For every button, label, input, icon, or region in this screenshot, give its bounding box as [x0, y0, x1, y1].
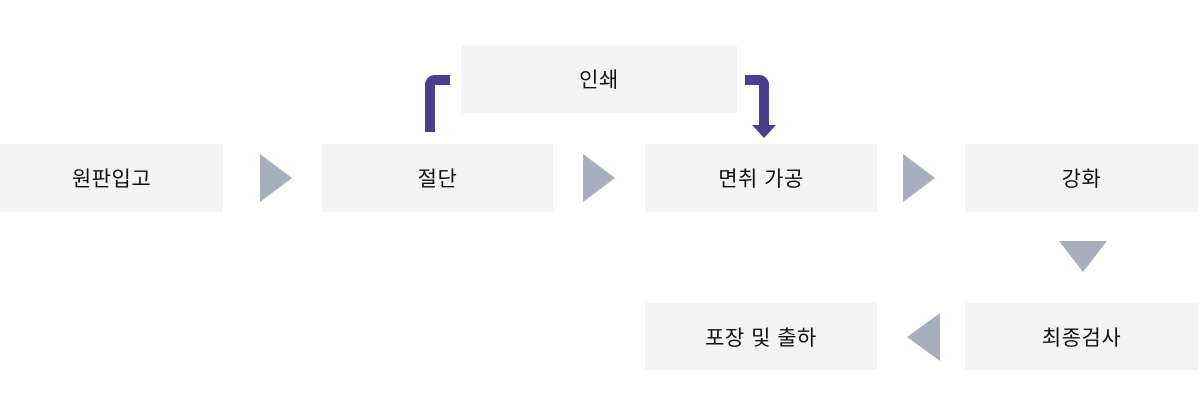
branch-arrowhead-down-icon — [752, 125, 776, 138]
step-tempering: 강화 — [965, 144, 1198, 212]
arrow-right-icon — [260, 154, 292, 202]
step-tempering-label: 강화 — [1061, 168, 1102, 191]
step-cutting-label: 절단 — [417, 168, 458, 191]
step-raw-plate-receiving-label: 원판입고 — [71, 168, 152, 191]
branch-elbow-down-icon — [745, 75, 769, 125]
step-print: 인쇄 — [461, 45, 737, 113]
branch-elbow-up-icon — [425, 75, 450, 132]
step-packing-shipping: 포장 및 출하 — [645, 303, 877, 370]
step-print-label: 인쇄 — [579, 69, 619, 92]
step-raw-plate-receiving: 원판입고 — [0, 144, 223, 212]
step-chamfer-processing: 면취 가공 — [645, 144, 877, 212]
arrow-down-icon — [1059, 241, 1107, 272]
arrow-right-icon — [583, 154, 615, 202]
step-chamfer-processing-label: 면취 가공 — [718, 168, 804, 191]
arrow-left-icon — [907, 313, 940, 361]
arrow-right-icon — [903, 154, 935, 202]
step-final-inspection-label: 최종검사 — [1041, 326, 1122, 350]
step-cutting: 절단 — [322, 144, 553, 212]
step-final-inspection: 최종검사 — [965, 303, 1198, 370]
step-packing-shipping-label: 포장 및 출하 — [705, 326, 817, 350]
